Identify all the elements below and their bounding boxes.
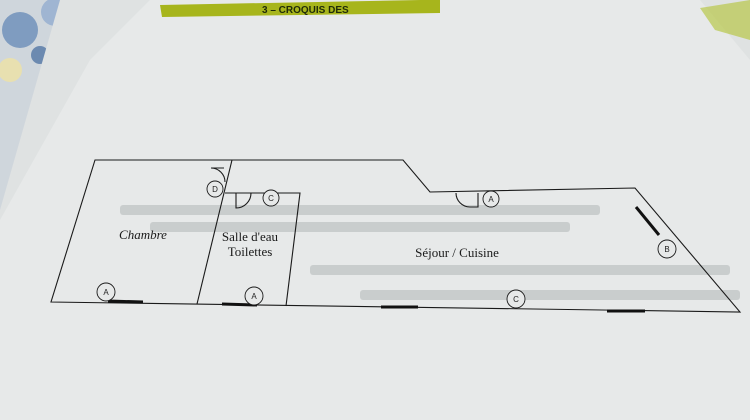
chambre-divider-wall [196,159,233,305]
marker-a-chambre: A [103,288,109,297]
marker-c-salle: C [268,194,274,203]
room-label-sejour-cuisine: Séjour / Cuisine [415,245,499,260]
room-label-toilettes: Toilettes [228,244,273,259]
windows [107,206,661,313]
room-label-salle-deau: Salle d'eau [222,229,279,244]
marker-b: B [664,245,669,254]
marker-d: D [212,185,218,194]
header-band-right [700,0,750,40]
markers [96,180,677,309]
room-label-chambre: Chambre [119,227,167,242]
marker-a-sejour: A [488,195,494,204]
outer-wall [50,159,742,313]
walls [50,159,742,313]
door-a [455,192,479,208]
door-d [210,167,226,183]
marker-a-salle: A [251,292,257,301]
header-title: 3 – CROQUIS DES [262,5,349,16]
header-band [160,0,440,17]
door-c [235,192,252,209]
marker-c-sejour: C [513,295,519,304]
salle-deau-wall [225,192,301,307]
